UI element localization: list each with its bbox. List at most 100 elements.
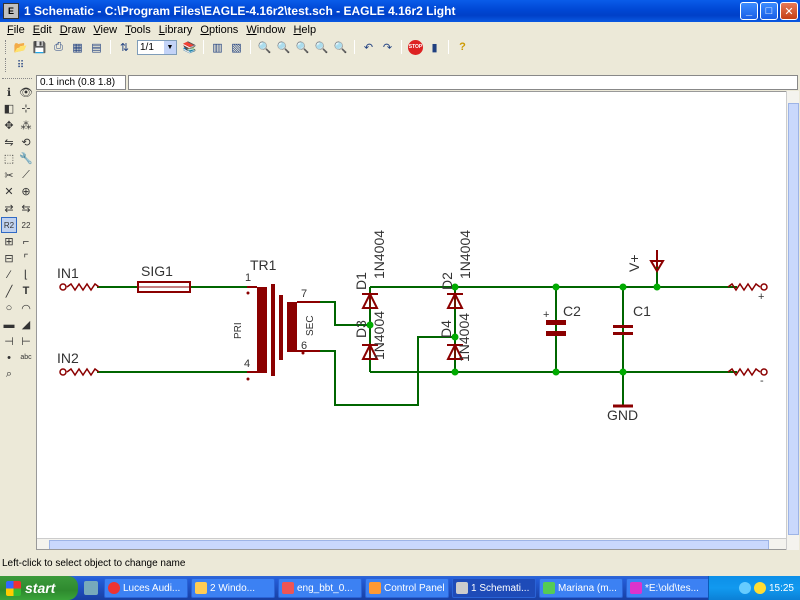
circle-button[interactable]: ○ [1,300,17,317]
task-windows-explorer[interactable]: 2 Windo... [191,578,275,598]
maximize-button[interactable]: □ [760,2,778,20]
library-use-button[interactable]: 📚 [181,39,198,55]
close-button[interactable]: ✕ [780,2,798,20]
d1-diode[interactable] [361,291,379,309]
sig1-label[interactable]: SIG1 [141,263,173,279]
command-input[interactable] [128,75,798,90]
out-minus-connector-zigzag[interactable] [727,367,761,377]
junction-dot[interactable] [653,283,661,291]
clock[interactable]: 15:25 [768,582,794,594]
horizontal-scroll-thumb[interactable] [49,540,769,549]
board-button[interactable]: ▤ [88,39,105,55]
grid-button[interactable]: ⠿ [12,57,29,73]
task-pdf[interactable]: eng_bbt_0... [278,578,362,598]
minimize-button[interactable]: _ [740,2,758,20]
d4-label[interactable]: D4 [438,320,454,338]
tr1-core-left[interactable] [271,284,275,376]
junction-dot[interactable] [451,368,459,376]
start-button[interactable]: start [0,576,78,600]
rect-button[interactable]: ▬ [1,316,17,333]
palette-grip[interactable] [2,78,32,81]
menu-view[interactable]: View [93,23,118,36]
display-button[interactable]: ◧ [1,101,17,118]
junction-dot[interactable] [552,283,560,291]
wires[interactable] [97,267,737,406]
in2-connector-ring[interactable] [59,368,67,376]
gateswap-button[interactable]: ⇆ [18,200,34,217]
volume-icon[interactable] [753,582,766,594]
split-button[interactable]: ⌐ [18,233,34,250]
print-button[interactable]: ⎙ [50,39,67,55]
toolbar-grip[interactable] [5,40,8,54]
undo-button[interactable]: ↶ [360,39,377,55]
gnd-label[interactable]: GND [607,407,639,423]
erc-button[interactable]: ⌕ [1,366,17,383]
zoom-out-button[interactable]: 🔍 [294,39,311,55]
menu-tools[interactable]: Tools [125,23,151,36]
net-button[interactable]: ⊢ [18,333,34,350]
menu-library[interactable]: Library [158,23,193,36]
junction-dot[interactable] [366,321,374,329]
mark-button[interactable]: ⊹ [18,101,34,118]
tr1-core-right[interactable] [279,295,283,360]
line-button[interactable]: ╱ [1,283,17,300]
arc-button[interactable]: ◠ [18,300,34,317]
junction-dot[interactable] [451,333,459,341]
horizontal-scrollbar[interactable] [37,538,787,549]
show-button[interactable]: 👁 [18,84,34,101]
text-button[interactable]: T [18,283,34,300]
tr1-secondary[interactable] [287,302,297,352]
optimize-button[interactable]: ∕ [1,267,17,284]
out-plus-connector-zigzag[interactable] [727,282,761,292]
task-luces[interactable]: Luces Audi... [104,578,188,598]
d3-value[interactable]: 1N4004 [371,310,387,360]
junction-dot[interactable] [619,283,627,291]
sheet-select[interactable]: 1/1▼ [137,39,177,55]
group-button[interactable]: ⬚ [1,150,17,167]
d4-value[interactable]: 1N4004 [456,312,472,362]
in2-connector-zigzag[interactable] [66,367,100,377]
cut-button[interactable]: ✂ [1,167,17,184]
redraw-button[interactable]: 🔍 [313,39,330,55]
toolbar-grip[interactable] [5,58,8,72]
d1-label[interactable]: D1 [353,272,369,290]
mirror-button[interactable]: ⇋ [1,134,17,151]
d3-label[interactable]: D3 [353,320,369,338]
vertical-scrollbar[interactable] [786,91,799,550]
script-button[interactable]: ▥ [209,39,226,55]
network-icon[interactable] [738,582,751,594]
tr1-dot-primary[interactable] [246,291,250,295]
d2-diode[interactable] [446,291,464,309]
c2-plate-bottom[interactable] [546,331,566,336]
in1-label[interactable]: IN1 [57,265,79,281]
c2-label[interactable]: C2 [563,303,581,319]
d3-diode[interactable] [361,342,379,360]
paste-button[interactable]: ⟋ [18,167,34,184]
d2-label[interactable]: D2 [439,272,455,290]
c1-plate-bottom[interactable] [613,332,633,335]
ulp-button[interactable]: ▧ [228,39,245,55]
help-button[interactable]: ? [454,39,471,55]
in2-connector[interactable] [59,367,100,377]
move-button[interactable]: ✥ [1,117,17,134]
in2-label[interactable]: IN2 [57,350,79,366]
junction-dot[interactable] [552,368,560,376]
out-minus-connector-ring[interactable] [760,368,768,376]
c1-plate-top[interactable] [613,325,633,328]
task-paint[interactable]: *E:\old\tes... [626,578,710,598]
tr1-dot-secondary[interactable] [301,351,305,355]
menu-file[interactable]: File [7,23,25,36]
invoke-button[interactable]: ⊟ [1,250,17,267]
d4-diode[interactable] [446,342,464,360]
d1-value[interactable]: 1N4004 [371,229,387,279]
cam-button[interactable]: ▦ [69,39,86,55]
redo-button[interactable]: ↷ [379,39,396,55]
wire-sec7[interactable] [320,301,370,326]
smash-button[interactable]: ⊞ [1,233,17,250]
eagle-app-icon[interactable]: E [3,3,19,19]
menu-help[interactable]: Help [293,23,317,36]
out-minus-connector[interactable] [727,367,768,377]
task-control-panel[interactable]: Control Panel [365,578,449,598]
label-button[interactable]: abc [18,350,34,367]
in1-connector-ring[interactable] [59,283,67,291]
